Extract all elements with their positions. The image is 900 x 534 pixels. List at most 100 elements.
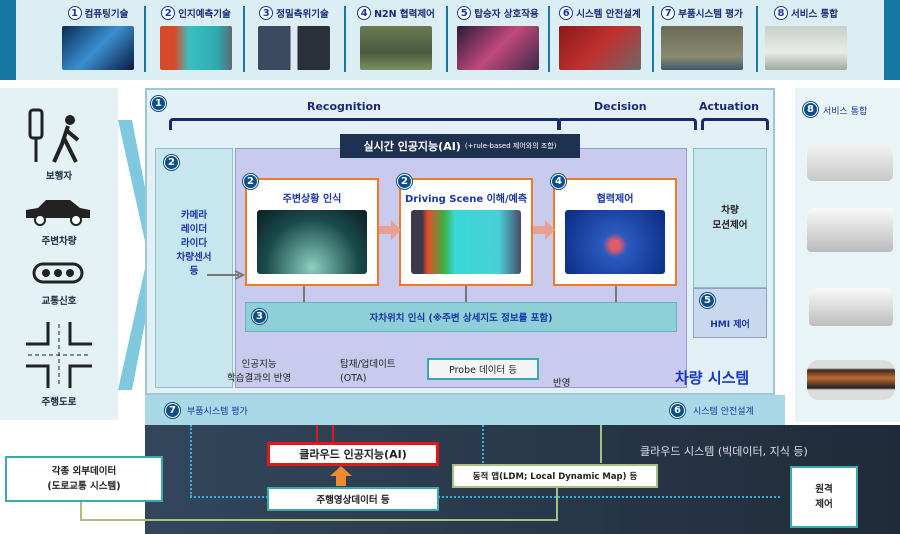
line: 학습결과의 반영 xyxy=(227,373,292,384)
badge: 3 xyxy=(259,6,274,20)
label: 시스템 안전설계 xyxy=(576,9,641,20)
label: 정밀측위기술 xyxy=(276,9,329,20)
badge: 1 xyxy=(151,96,166,111)
chip-image xyxy=(62,26,134,70)
line: 제어 xyxy=(815,499,833,510)
line: 각종 외부데이터 xyxy=(51,466,117,477)
localization-image xyxy=(258,26,330,70)
actuation-bracket xyxy=(701,118,769,130)
badge: 7 xyxy=(165,403,180,418)
probe-data-box: Probe 데이터 등 xyxy=(427,358,539,380)
decision-label: Decision xyxy=(594,100,647,113)
red-connector xyxy=(332,425,334,442)
shuttle-image xyxy=(765,26,847,70)
dotted-connector xyxy=(482,425,484,463)
line: 탑재/업데이트 xyxy=(340,359,396,370)
sensor-vehicle: 차량센서 xyxy=(176,252,212,263)
arrow-right-icon xyxy=(207,270,246,280)
driving-video-data-box: 주행영상데이터 등 xyxy=(267,487,439,511)
label: 서비스 통합 xyxy=(790,9,838,20)
dotted-connector xyxy=(190,425,192,497)
lidar-scene-image xyxy=(257,210,367,274)
environment-panel: 보행자 주변차량 교통신호 주행도로 xyxy=(0,88,118,420)
badge: 7 xyxy=(661,6,676,20)
realtime-ai-title: 실시간 인공지능(AI) xyxy=(363,140,461,153)
line: (도로교통 시스템) xyxy=(47,481,121,492)
motion-line2: 모션제어 xyxy=(712,220,748,231)
actuation-label: Actuation xyxy=(699,100,759,113)
badge: 1 xyxy=(67,6,82,20)
badge: 3 xyxy=(252,309,267,324)
segmentation-image xyxy=(411,210,521,274)
localization-label: 자차위치 인식 (※주변 상세지도 정보를 포함) xyxy=(369,313,553,324)
label-road: 주행도로 xyxy=(41,397,77,408)
sensor-etc: 등 xyxy=(189,266,199,277)
green-connector xyxy=(80,500,82,520)
autonomous-car-image xyxy=(807,143,893,181)
badge: 6 xyxy=(559,6,574,20)
realtime-ai-subtitle: (+rule-based 제어와의 조합) xyxy=(464,142,557,150)
decision-bracket xyxy=(557,118,697,130)
sensor-camera: 카메라 xyxy=(180,210,208,221)
shuttle-image xyxy=(807,360,895,400)
label-pedestrian: 보행자 xyxy=(45,171,73,182)
road-image xyxy=(661,26,743,70)
green-connector xyxy=(600,425,602,463)
ota-label: 탑재/업데이트 (OTA) xyxy=(340,358,396,386)
arrow-right-icon xyxy=(533,220,555,240)
badge: 2 xyxy=(243,174,258,189)
sensor-lidar: 라이다 xyxy=(180,238,208,249)
line: 인공지능 xyxy=(241,359,277,370)
green-connector xyxy=(556,486,558,521)
badge: 4 xyxy=(357,6,372,20)
recognition-label: Recognition xyxy=(307,100,381,113)
line: (OTA) xyxy=(340,373,367,384)
dotted-connector xyxy=(190,496,780,498)
hmi-label: HMI 제어 xyxy=(710,320,750,330)
badge: 4 xyxy=(551,174,566,189)
sensor-radar: 레이더 xyxy=(180,224,208,235)
label-nearby-vehicle: 주변차량 xyxy=(41,236,77,247)
label-traffic-signal: 교통신호 xyxy=(41,296,77,307)
interaction-image xyxy=(457,26,539,70)
crash-image xyxy=(559,26,641,70)
perception-image xyxy=(160,26,232,70)
realtime-ai-header: 실시간 인공지능(AI)(+rule-based 제어와의 조합) xyxy=(340,134,580,158)
label: 인지예측기술 xyxy=(178,9,231,20)
badge: 8 xyxy=(803,102,818,117)
badge: 2 xyxy=(164,155,179,170)
badge: 5 xyxy=(457,6,472,20)
reflect-label: 반영 xyxy=(553,378,571,389)
label: 부품시스템 평가 xyxy=(678,9,743,20)
arrow-right-icon xyxy=(379,220,401,240)
surroundings-recognition-box: 2 주변상황 인식 xyxy=(243,174,379,286)
hmi-control-box: 5 HMI 제어 xyxy=(693,288,767,338)
truck-image xyxy=(807,208,893,252)
line: 원격 xyxy=(815,484,833,495)
badge: 6 xyxy=(670,403,685,418)
recognition-bracket xyxy=(169,118,561,130)
pedestrian-icon xyxy=(28,108,80,163)
motion-line1: 차량 xyxy=(721,205,739,216)
road-icon xyxy=(26,322,92,388)
box-title: 주변상황 인식 xyxy=(282,194,342,205)
traffic-signal-icon xyxy=(32,262,84,284)
ldm-box: 동적 맵(LDM; Local Dynamic Map) 등 xyxy=(452,464,658,488)
service-label: 서비스 통합 xyxy=(823,107,868,117)
badge: 8 xyxy=(773,6,788,20)
cooperative-image xyxy=(565,210,665,274)
